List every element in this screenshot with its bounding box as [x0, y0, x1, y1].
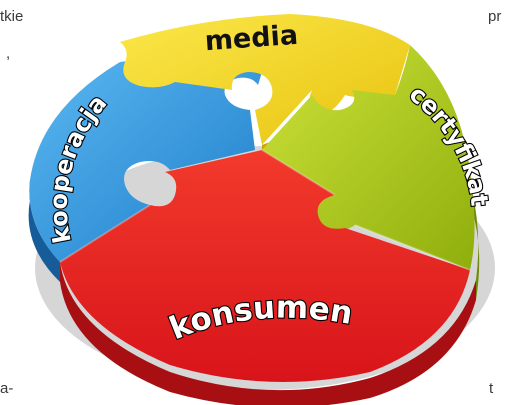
- text-fragment-top-right: pr: [488, 8, 502, 25]
- text-fragment-bottom-left: a-: [0, 380, 14, 397]
- piece-konsument: [60, 150, 470, 382]
- text-fragment-top-left: tkie: [0, 8, 24, 25]
- label-media: media: [204, 20, 299, 57]
- piece-kooperacja-side: [28, 180, 60, 282]
- text-fragment-top-left-comma: ,: [6, 45, 11, 62]
- text-fragment-bottom-right: t: [489, 380, 494, 397]
- piece-certyfikat-side: [472, 190, 480, 300]
- piece-kooperacja: [29, 59, 262, 262]
- piece-media: [120, 14, 410, 145]
